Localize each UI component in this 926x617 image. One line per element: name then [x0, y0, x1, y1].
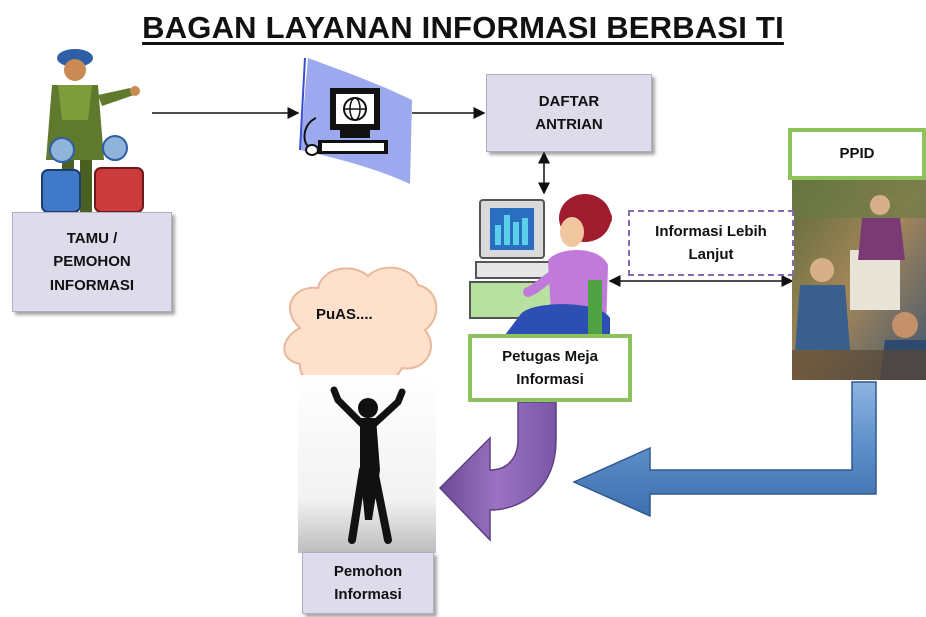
node-pemohon-informasi: Pemohon Informasi [302, 552, 434, 614]
celebrating-person-silhouette-icon [298, 375, 436, 553]
node-petugas-meja-informasi: Petugas Meja Informasi [468, 334, 632, 402]
purple-curved-arrow [438, 401, 557, 542]
page-title: BAGAN LAYANAN INFORMASI BERBASI TI [142, 10, 784, 45]
node-daftar-antrian: DAFTAR ANTRIAN [486, 74, 652, 152]
meeting-photo-icon [792, 178, 926, 380]
computer-globe-icon [299, 57, 412, 184]
node-tamu-pemohon: TAMU / PEMOHON INFORMASI [12, 212, 172, 312]
woman-at-computer-icon [469, 194, 612, 335]
traveler-with-luggage-icon [41, 49, 144, 213]
blue-return-arrow [572, 381, 877, 518]
node-informasi-lebih-lanjut: Informasi Lebih Lanjut [628, 210, 794, 276]
node-ppid: PPID [788, 128, 926, 180]
cloud-text: PuAS.... [316, 306, 373, 323]
